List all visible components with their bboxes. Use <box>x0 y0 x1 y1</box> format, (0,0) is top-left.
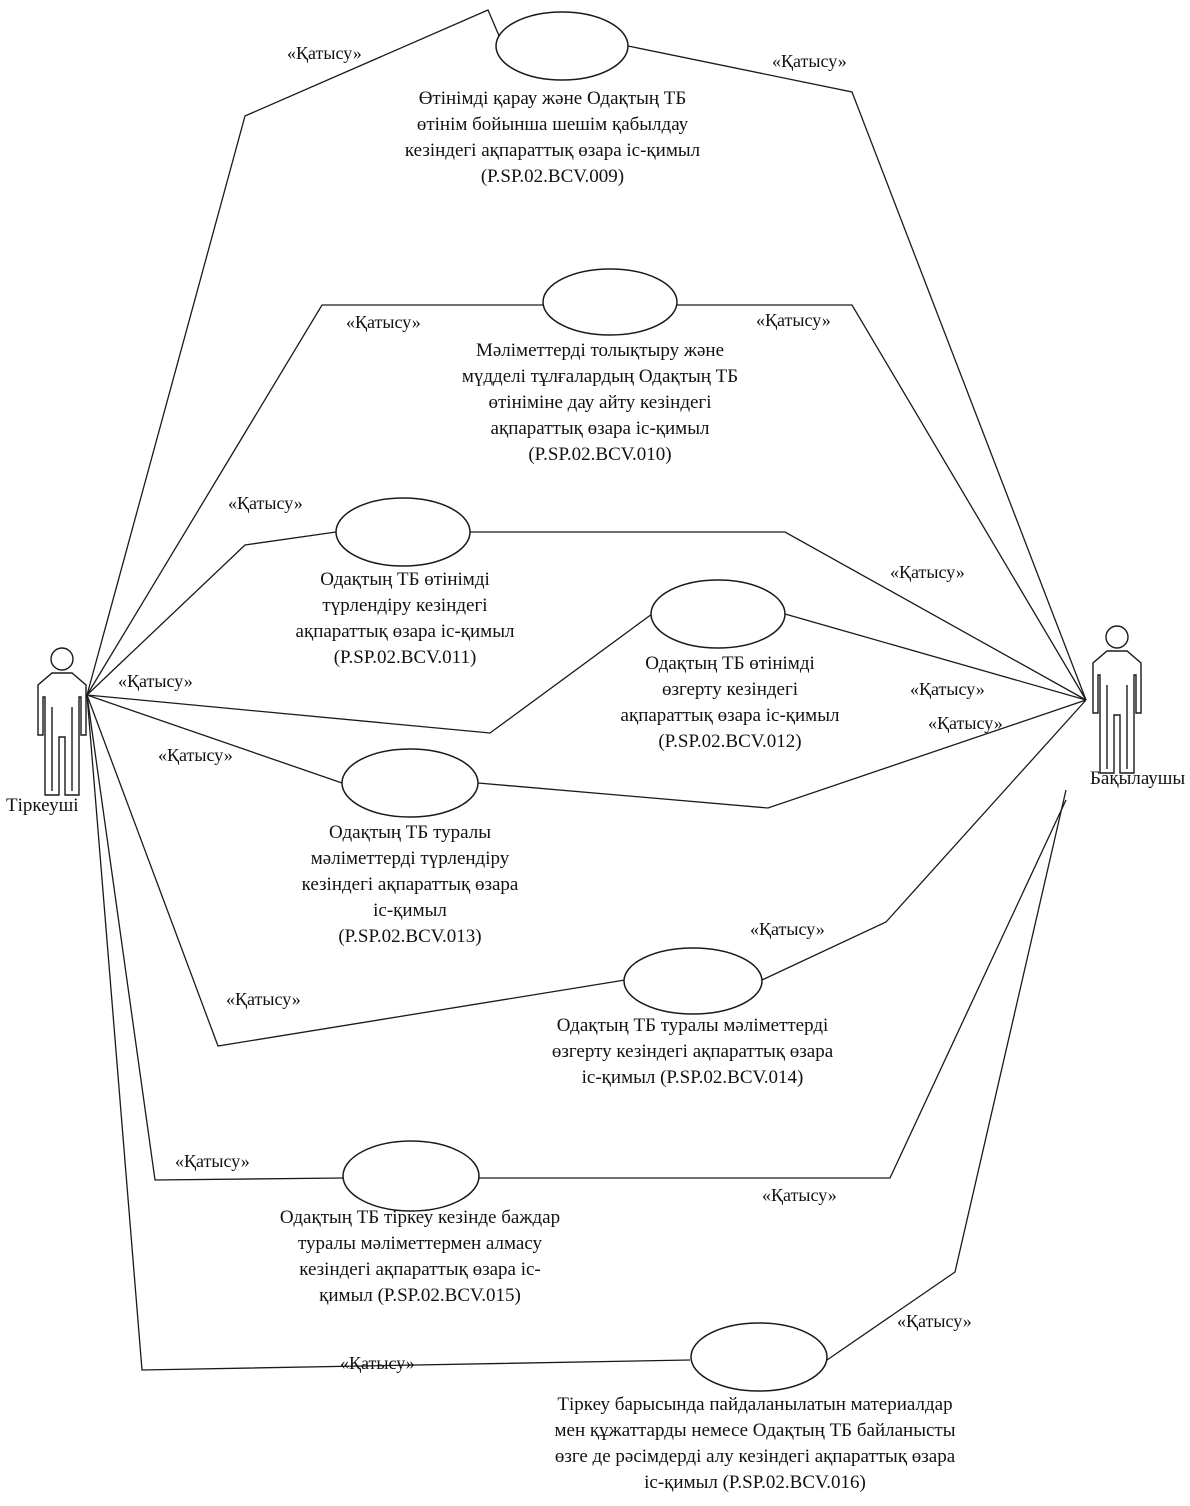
relation-label-left-015: «Қатысу» <box>175 1151 250 1171</box>
link-left-010 <box>86 304 543 696</box>
use-case-label-009: Өтінімді қарау және Одақтың ТБ өтінім бо… <box>380 86 725 190</box>
use-case-016-line-1: Тіркеу барысында пайдаланылатын материал… <box>557 1394 953 1415</box>
use-case-009-line-3: кезіндегі ақпараттық өзара іс-қимыл <box>404 140 701 161</box>
link-right-016 <box>826 789 1067 1361</box>
use-case-ellipse-016 <box>690 1322 828 1392</box>
use-case-ellipse-012 <box>650 579 786 649</box>
link-left-016 <box>86 694 691 1371</box>
use-case-014-line-1: Одақтың ТБ туралы мәліметтерді <box>556 1015 829 1036</box>
use-case-010-line-2: мүдделі тұлғалардың Одақтың ТБ <box>461 366 739 387</box>
use-case-015-line-3: кезіндегі ақпараттық өзара іс- <box>299 1259 541 1280</box>
use-case-label-015: Одақтың ТБ тіркеу кезінде баждар туралы … <box>245 1205 595 1309</box>
relation-label-left-014: «Қатысу» <box>226 989 301 1009</box>
relation-label-right-014: «Қатысу» <box>750 919 825 939</box>
use-case-010-line-5: (P.SP.02.BCV.010) <box>528 444 672 465</box>
use-case-label-014: Одақтың ТБ туралы мәліметтерді өзгерту к… <box>515 1013 870 1091</box>
use-case-012-line-1: Одақтың ТБ өтінімді <box>645 653 815 674</box>
use-case-012-line-3: ақпараттық өзара іс-қимыл <box>620 705 840 726</box>
use-case-label-012: Одақтың ТБ өтінімді өзгерту кезіндегі ақ… <box>580 651 880 755</box>
use-case-013-line-4: іс-қимыл <box>373 900 447 921</box>
actor-label-left: Тіркеуші <box>6 795 79 816</box>
actor-head <box>1105 625 1129 649</box>
use-case-014-line-2: өзгерту кезіндегі ақпараттық өзара <box>551 1041 834 1062</box>
use-case-015-line-1: Одақтың ТБ тіркеу кезінде баждар <box>279 1207 561 1228</box>
use-case-label-016: Тіркеу барысында пайдаланылатын материал… <box>505 1392 1005 1496</box>
use-case-012-line-4: (P.SP.02.BCV.012) <box>658 731 802 752</box>
use-case-label-013: Одақтың ТБ туралы мәліметтерді түрлендір… <box>255 820 565 950</box>
use-case-015-line-4: қимыл (P.SP.02.BCV.015) <box>319 1285 521 1306</box>
relation-label-right-009: «Қатысу» <box>772 51 847 71</box>
use-case-010-line-3: өтініміне дау айту кезіндегі <box>488 392 712 413</box>
relation-label-left-012: «Қатысу» <box>118 671 193 691</box>
link-right-013 <box>477 699 1087 809</box>
use-case-010-line-1: Мәліметтерді толықтыру және <box>475 340 725 361</box>
link-right-009 <box>627 45 1087 701</box>
link-left-015 <box>86 694 344 1181</box>
relation-label-left-016: «Қатысу» <box>340 1353 415 1373</box>
link-left-009 <box>86 9 501 696</box>
use-case-ellipse-010 <box>542 268 678 336</box>
link-left-014 <box>86 694 626 1047</box>
actor-body <box>37 672 87 796</box>
use-case-011-line-4: (P.SP.02.BCV.011) <box>333 647 477 668</box>
use-case-label-011: Одақтың ТБ өтінімді түрлендіру кезіндегі… <box>255 567 555 671</box>
relation-label-right-012: «Қатысу» <box>910 679 985 699</box>
use-case-013-line-2: мәліметтерді түрлендіру <box>310 848 510 869</box>
relation-label-left-011: «Қатысу» <box>228 493 303 513</box>
use-case-013-line-5: (P.SP.02.BCV.013) <box>338 926 482 947</box>
use-case-015-line-2: туралы мәліметтермен алмасу <box>297 1233 543 1254</box>
actor-body <box>1092 650 1142 774</box>
use-case-009-line-4: (P.SP.02.BCV.009) <box>480 166 625 187</box>
actor-head <box>50 647 74 671</box>
relation-label-right-013: «Қатысу» <box>928 713 1003 733</box>
relation-label-right-016: «Қатысу» <box>897 1311 972 1331</box>
link-left-012 <box>86 613 653 734</box>
use-case-ellipse-009 <box>495 11 629 81</box>
use-case-011-line-2: түрлендіру кезіндегі <box>322 595 488 616</box>
use-case-ellipse-015 <box>342 1140 480 1212</box>
use-case-014-line-3: іс-қимыл (P.SP.02.BCV.014) <box>581 1067 804 1088</box>
use-case-016-line-3: өзге де рәсімдерді алу кезіндегі ақпарат… <box>554 1446 956 1467</box>
use-case-011-line-1: Одақтың ТБ өтінімді <box>320 569 490 590</box>
use-case-011-line-3: ақпараттық өзара іс-қимыл <box>295 621 515 642</box>
use-case-010-line-4: ақпараттық өзара іс-қимыл <box>490 418 710 439</box>
use-case-ellipse-011 <box>335 497 471 567</box>
use-case-label-010: Мәліметтерді толықтыру және мүдделі тұлғ… <box>435 338 765 468</box>
link-right-010 <box>677 304 1087 701</box>
actor-label-right: Бақылаушы <box>1090 768 1186 789</box>
link-right-015 <box>478 799 1067 1179</box>
relation-label-left-010: «Қатысу» <box>346 312 421 332</box>
link-right-014 <box>761 699 1087 981</box>
link-right-012 <box>784 613 1087 701</box>
use-case-016-line-2: мен құжаттарды немесе Одақтың ТБ байланы… <box>554 1420 956 1441</box>
use-case-009-line-2: өтінім бойынша шешім қабылдау <box>416 114 689 135</box>
use-case-013-line-3: кезіндегі ақпараттық өзара <box>301 874 519 895</box>
link-left-013 <box>86 694 343 784</box>
use-case-ellipse-014 <box>623 947 763 1015</box>
use-case-ellipse-013 <box>341 748 479 818</box>
use-case-016-line-4: іс-қимыл (P.SP.02.BCV.016) <box>644 1472 866 1493</box>
relation-label-right-010: «Қатысу» <box>756 310 831 330</box>
actor-right-icon <box>1092 625 1142 774</box>
actor-left-icon <box>37 647 87 796</box>
use-case-012-line-2: өзгерту кезіндегі <box>661 679 799 700</box>
link-left-011 <box>86 531 337 696</box>
relation-label-right-015: «Қатысу» <box>762 1185 837 1205</box>
relation-label-right-011: «Қатысу» <box>890 562 965 582</box>
relation-label-left-009: «Қатысу» <box>287 43 362 63</box>
link-right-011 <box>469 531 1087 701</box>
use-case-009-line-1: Өтінімді қарау және Одақтың ТБ <box>418 88 687 109</box>
use-case-013-line-1: Одақтың ТБ туралы <box>329 822 491 843</box>
relation-label-left-013: «Қатысу» <box>158 745 233 765</box>
